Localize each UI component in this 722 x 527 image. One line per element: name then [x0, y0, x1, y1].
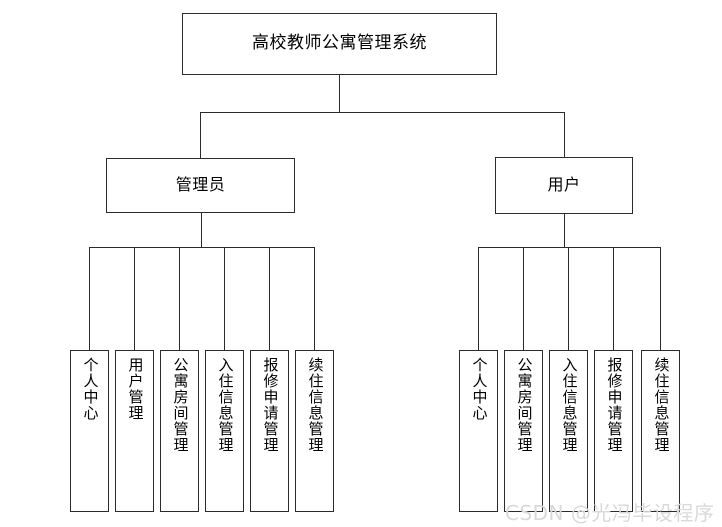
node-admin-function-5[interactable]: 报修申请管理	[250, 350, 289, 512]
node-user-function-4[interactable]: 报修申请管理	[594, 350, 633, 512]
connector-root-trunk	[339, 75, 340, 112]
node-user-function-4-label: 报修申请管理	[605, 357, 624, 453]
node-admin-function-3-label: 公寓房间管理	[171, 357, 190, 453]
connector-admin-drop-2	[134, 247, 135, 350]
node-user-function-5[interactable]: 续住信息管理	[641, 350, 680, 512]
connector-admin-drop-4	[224, 247, 225, 350]
connector-user-drop-4	[613, 247, 614, 350]
connector-root-to-user	[564, 112, 565, 157]
connector-admin-trunk	[201, 213, 202, 247]
node-role-admin-label: 管理员	[175, 175, 226, 195]
connector-user-drop-2	[523, 247, 524, 350]
connector-root-to-admin	[200, 112, 201, 158]
connector-admin-bus	[89, 247, 314, 248]
connector-user-drop-3	[568, 247, 569, 350]
node-admin-function-3[interactable]: 公寓房间管理	[160, 350, 199, 512]
node-admin-function-4-label: 入住信息管理	[216, 357, 235, 453]
connector-user-drop-5	[660, 247, 661, 350]
node-system-root[interactable]: 高校教师公寓管理系统	[182, 13, 497, 75]
node-role-user-label: 用户	[547, 175, 581, 195]
node-role-user[interactable]: 用户	[495, 157, 633, 214]
connector-admin-drop-5	[269, 247, 270, 350]
node-user-function-3-label: 入住信息管理	[560, 357, 579, 453]
node-admin-function-4[interactable]: 入住信息管理	[205, 350, 244, 512]
connector-admin-drop-6	[314, 247, 315, 350]
connector-user-trunk	[564, 214, 565, 247]
node-admin-function-1-label: 个人中心	[81, 357, 100, 421]
node-user-function-1-label: 个人中心	[470, 357, 489, 421]
node-user-function-1[interactable]: 个人中心	[459, 350, 498, 512]
node-admin-function-1[interactable]: 个人中心	[70, 350, 109, 512]
connector-root-bus	[200, 112, 565, 113]
node-user-function-2-label: 公寓房间管理	[515, 357, 534, 453]
node-user-function-3[interactable]: 入住信息管理	[549, 350, 588, 512]
connector-admin-drop-1	[89, 247, 90, 350]
node-admin-function-6-label: 续住信息管理	[306, 357, 325, 453]
node-role-admin[interactable]: 管理员	[106, 158, 295, 213]
node-admin-function-6[interactable]: 续住信息管理	[295, 350, 334, 512]
node-user-function-2[interactable]: 公寓房间管理	[504, 350, 543, 512]
node-user-function-5-label: 续住信息管理	[652, 357, 671, 453]
node-admin-function-2-label: 用户管理	[126, 357, 145, 421]
connector-user-drop-1	[478, 247, 479, 350]
node-admin-function-2[interactable]: 用户管理	[115, 350, 154, 512]
connector-admin-drop-3	[179, 247, 180, 350]
node-system-root-label: 高校教师公寓管理系统	[252, 33, 427, 54]
node-admin-function-5-label: 报修申请管理	[261, 357, 280, 453]
connector-user-bus	[478, 247, 661, 248]
